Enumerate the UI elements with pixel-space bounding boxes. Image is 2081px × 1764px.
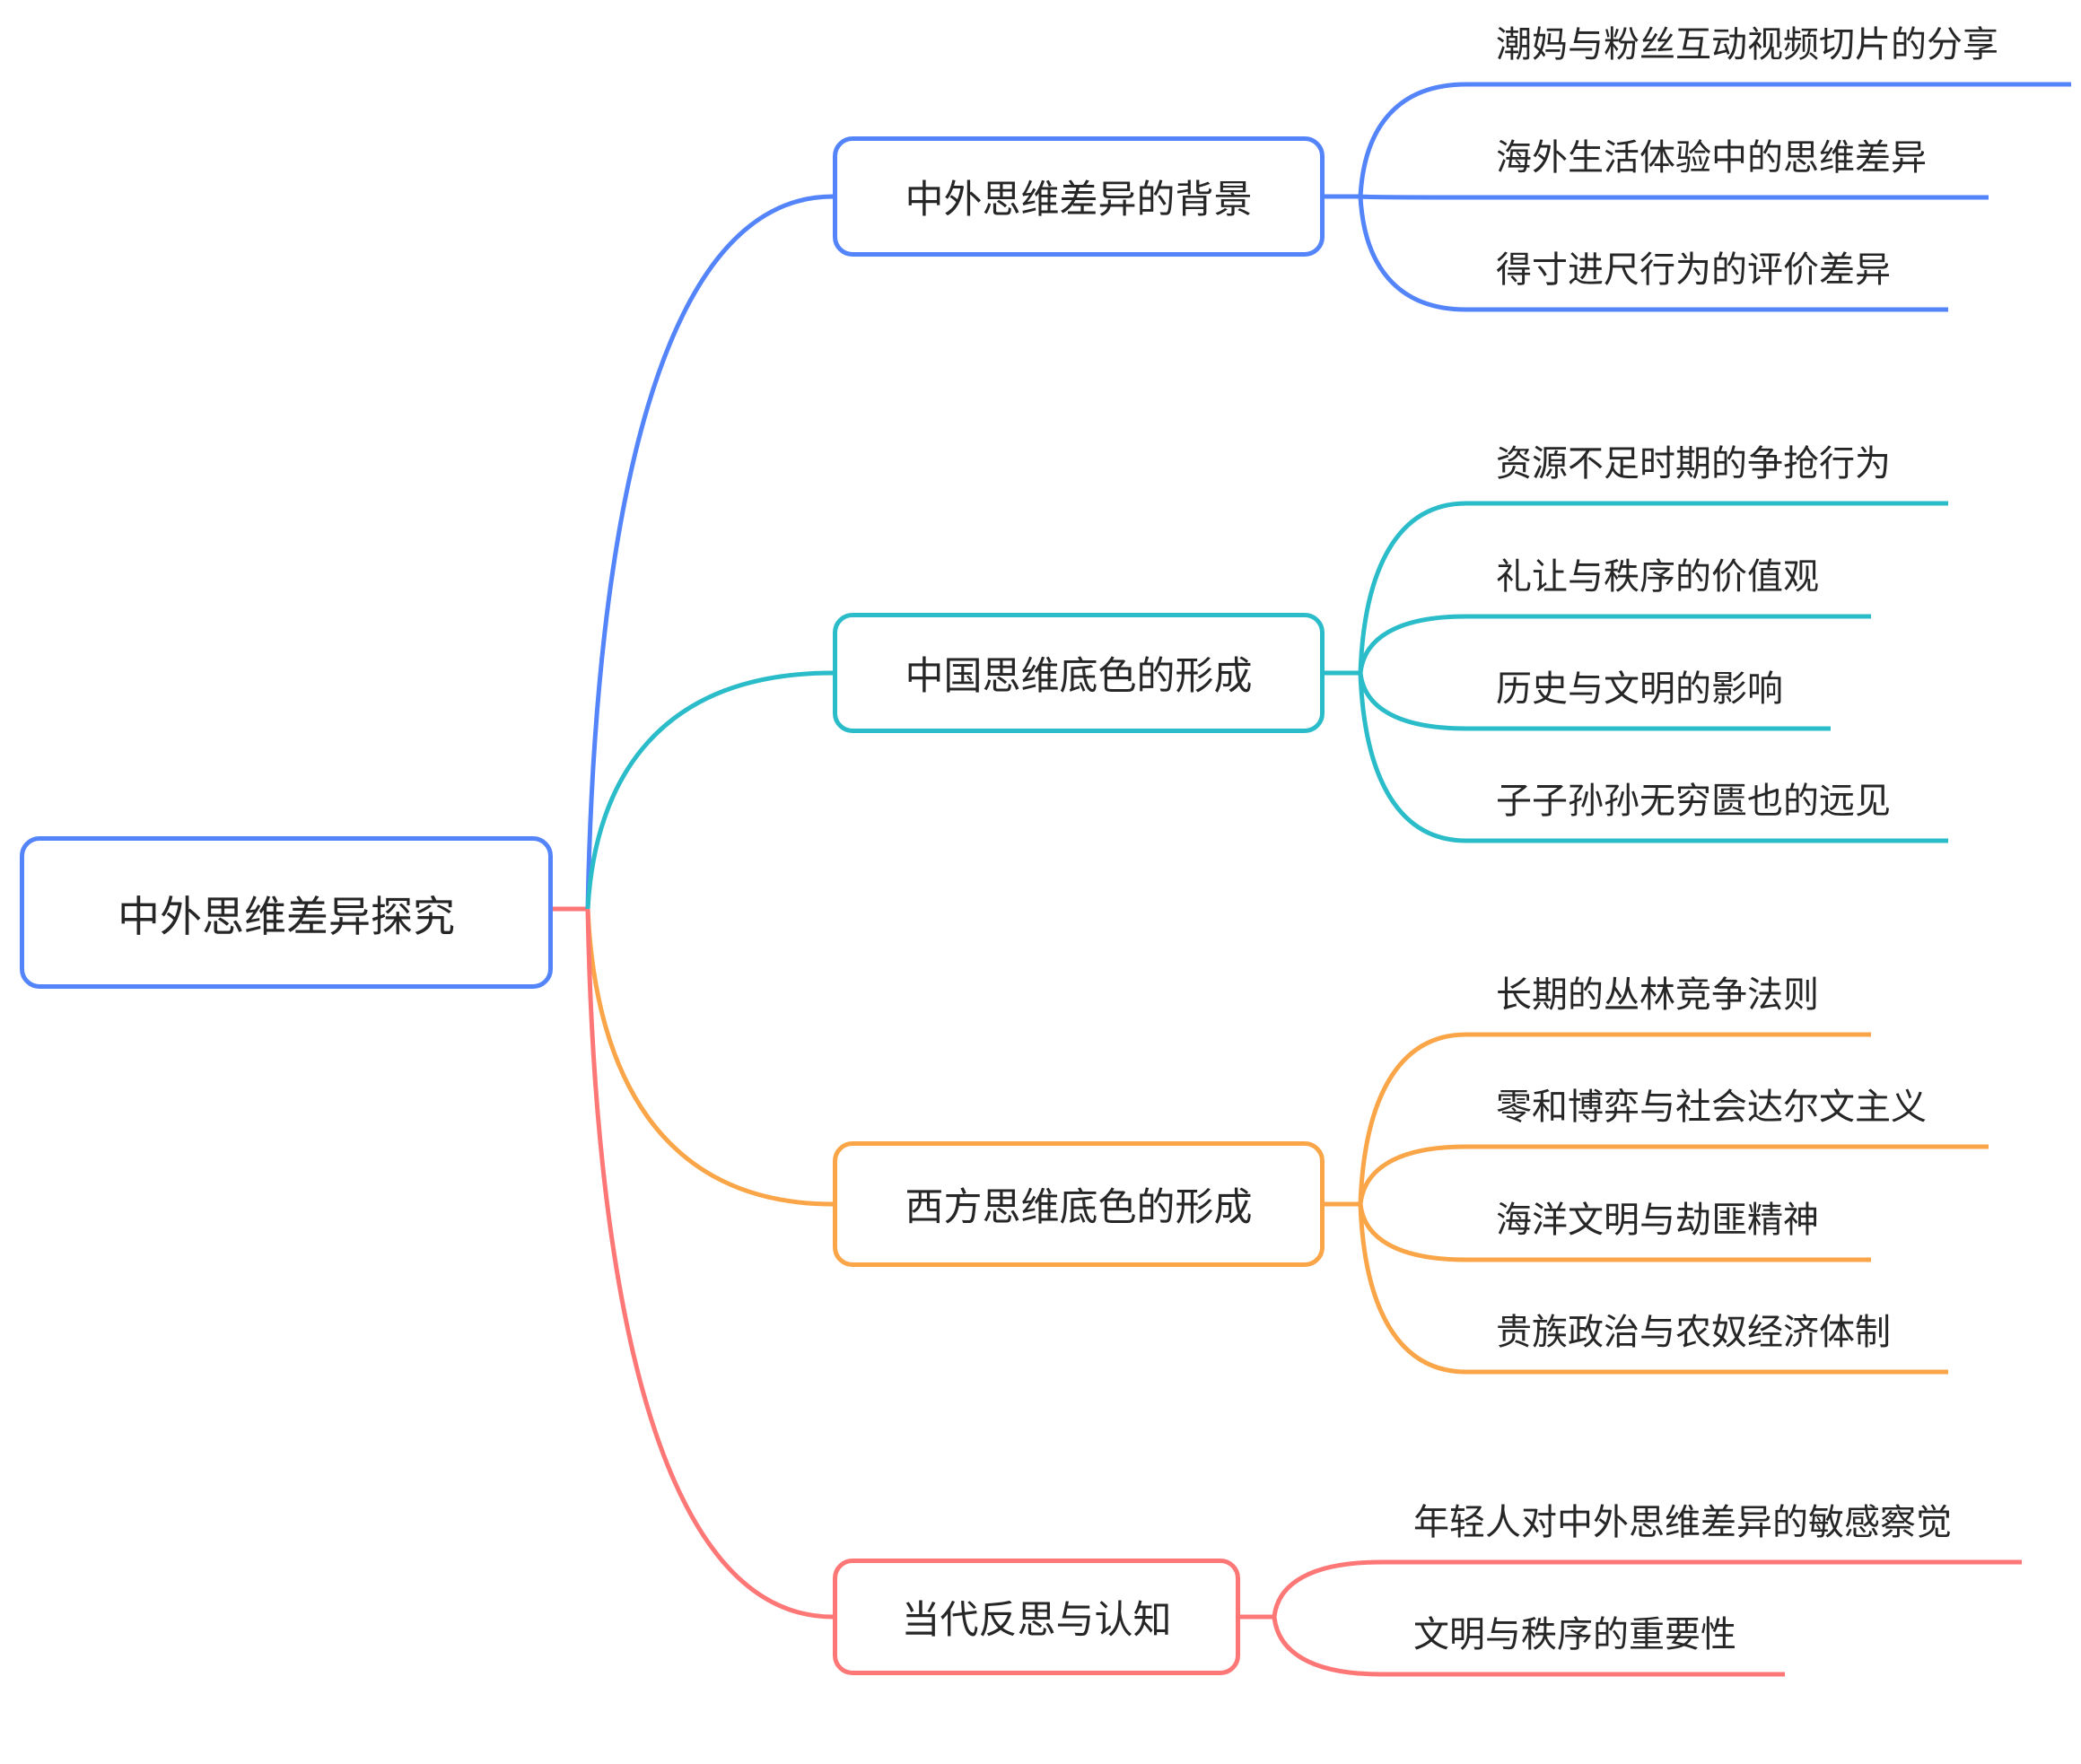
branch-connector: [585, 908, 834, 1207]
leaf-connector-underline: [1358, 1032, 1871, 1205]
root-node-label: 中外思维差异探究: [118, 892, 455, 942]
leaf-topic[interactable]: 海外生活体验中的思维差异: [1496, 137, 1927, 179]
leaf-topic[interactable]: 潮妈与粉丝互动视频切片的分享: [1496, 24, 1998, 65]
leaf-connector-underline: [1358, 672, 1948, 843]
leaf-topic[interactable]: 历史与文明的影响: [1496, 668, 1783, 710]
branch-connector: [585, 194, 834, 910]
leaf-topic[interactable]: 子子孙孙无穷匮也的远见: [1496, 781, 1891, 822]
branch-node-contemporary-reflection[interactable]: 当代反思与认知: [833, 1559, 1240, 1675]
branch-node-background[interactable]: 中外思维差异的背景: [833, 136, 1325, 257]
leaf-topic[interactable]: 长期的丛林竞争法则: [1496, 974, 1819, 1016]
leaf-topic[interactable]: 文明与秩序的重要性: [1413, 1614, 1736, 1655]
leaf-topic[interactable]: 海洋文明与劫匪精神: [1496, 1200, 1819, 1241]
leaf-topic[interactable]: 零和博弈与社会达尔文主义: [1496, 1087, 1927, 1128]
leaf-connector-underline: [1358, 501, 1948, 674]
branch-connector: [585, 908, 834, 1620]
branch-node-chinese-mindset[interactable]: 中国思维底色的形成: [833, 613, 1325, 733]
leaf-connector-underline: [1358, 196, 1948, 312]
leaf-connector-underline: [1358, 614, 1871, 674]
leaf-topic[interactable]: 贵族政治与农奴经济体制: [1496, 1312, 1891, 1353]
leaf-topic[interactable]: 年轻人对中外思维差异的敏感察觉: [1413, 1502, 1952, 1543]
leaf-connector-underline: [1358, 82, 2071, 197]
leaf-connector-underline: [1272, 1616, 1785, 1677]
branch-node-label: 当代反思与认知: [901, 1598, 1172, 1643]
branch-node-western-mindset[interactable]: 西方思维底色的形成: [833, 1141, 1325, 1267]
branch-connector: [585, 670, 834, 910]
leaf-connector-underline: [1358, 672, 1831, 731]
branch-node-label: 中国思维底色的形成: [905, 654, 1253, 699]
branch-node-label: 中外思维差异的背景: [905, 178, 1253, 223]
branch-node-label: 西方思维底色的形成: [905, 1185, 1253, 1230]
leaf-connector-underline: [1358, 1203, 1948, 1375]
leaf-topic[interactable]: 得寸进尺行为的评价差异: [1496, 249, 1891, 291]
leaf-connector-underline: [1358, 1144, 1989, 1205]
leaf-connector-underline: [1272, 1559, 2022, 1618]
leaf-connector-underline: [1360, 194, 1989, 200]
leaf-topic[interactable]: 礼让与秩序的价值观: [1496, 556, 1819, 598]
leaf-connector-underline: [1358, 1203, 1871, 1262]
leaf-topic[interactable]: 资源不足时期的争抢行为: [1496, 443, 1891, 485]
root-node[interactable]: 中外思维差异探究: [20, 836, 553, 989]
